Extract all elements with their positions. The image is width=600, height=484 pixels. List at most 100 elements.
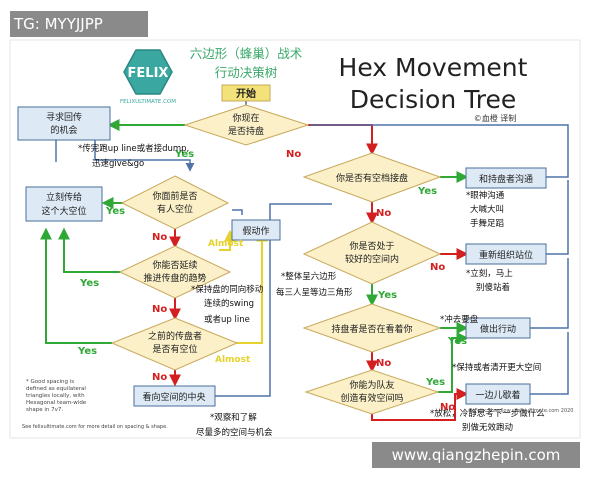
action-communicate: 和持盘者沟通 bbox=[465, 167, 547, 189]
label-q4-no: No bbox=[152, 304, 167, 315]
throw-line1: 立刻传给 bbox=[46, 191, 82, 203]
seek-line2: 的机会 bbox=[50, 124, 77, 136]
note-give-go-1: *传完跑up line或者接dump, bbox=[78, 143, 189, 154]
title-line1: Hex Movement bbox=[339, 53, 528, 82]
note-swing-2: 连续的swing bbox=[204, 298, 254, 309]
note-relax-1: *放松，冷静思考下一步做什么 bbox=[430, 408, 545, 419]
footnote-line6: See felixultimate.com for more detail on… bbox=[22, 424, 168, 430]
label-q8-yes: Yes bbox=[425, 377, 445, 388]
footnote-line4: Hexagonal team-wide bbox=[26, 400, 87, 406]
edge-q5-almost bbox=[237, 229, 268, 344]
q5-line1: 之前的传盘者 bbox=[148, 330, 202, 342]
label-q3-no: No bbox=[152, 232, 167, 243]
q2-line1: 你是否有空档接盘 bbox=[336, 172, 408, 184]
felix-logo: FELIX FELIXULTIMATE.COM bbox=[120, 49, 176, 105]
decision-q8: 你能为队友 创造有效空间吗 bbox=[304, 369, 440, 415]
spacing-footnote: * Good spacing is defined as equilateral… bbox=[22, 379, 168, 430]
note-keep-space: *保持或者清开更大空间 bbox=[452, 362, 541, 373]
q3-line2: 有人空位 bbox=[157, 203, 193, 215]
label-q3-yes: Yes bbox=[105, 206, 125, 217]
fake-line1: 假动作 bbox=[242, 225, 269, 237]
label-q5-no: No bbox=[152, 372, 167, 383]
q6-line2: 较好的空间内 bbox=[345, 253, 399, 265]
start-label: 开始 bbox=[236, 87, 256, 100]
edge-q4-almost bbox=[219, 229, 236, 251]
decision-q6: 你是否处于 较好的空间内 bbox=[302, 221, 442, 285]
q4-line1: 你能否延续 bbox=[152, 259, 197, 271]
action-reorganize: 重新组织站位 bbox=[465, 243, 547, 265]
note-swing-3: 或者up line bbox=[204, 314, 250, 325]
decision-q7: 持盘者是否在看着你 bbox=[302, 303, 442, 353]
subtitle-cn-line2: 行动决策树 bbox=[215, 65, 278, 80]
action-seek-return: 寻求回传 的机会 bbox=[17, 106, 111, 141]
edge-reorg-loop bbox=[546, 180, 569, 255]
decision-q2: 你是否有空档接盘 bbox=[302, 152, 442, 203]
action-look-center: 看向空间的中央 bbox=[133, 385, 216, 407]
action-cut: 做出行动 bbox=[465, 317, 531, 339]
q8-line1: 你能为队友 bbox=[349, 379, 394, 391]
label-q2-no: No bbox=[376, 208, 391, 219]
edge-fake-q3 bbox=[232, 209, 243, 215]
logo-url: FELIXULTIMATE.COM bbox=[120, 99, 176, 105]
label-q5-yes: Yes bbox=[77, 346, 97, 357]
q4-line2: 推进传盘的趋势 bbox=[143, 272, 206, 284]
action-step-aside: 一边儿歇着 bbox=[465, 383, 531, 405]
start-box bbox=[221, 84, 271, 102]
label-q7-yes: Yes bbox=[447, 336, 467, 347]
note-cut-deep: *冲去要盘 bbox=[440, 314, 479, 325]
footnote-line3: triangles locally, with bbox=[26, 393, 85, 399]
label-q6-yes: Yes bbox=[377, 290, 397, 301]
label-q5-almost: Almost bbox=[215, 355, 251, 365]
label-q6-no: No bbox=[430, 262, 445, 273]
footnote-line2: defined as equilateral bbox=[26, 386, 86, 392]
edge-q8-no bbox=[371, 388, 469, 421]
comm-line1: 和持盘者沟通 bbox=[479, 173, 533, 185]
note-relax-2: 别做无效跑动 bbox=[462, 422, 514, 433]
edge-cut-loop bbox=[530, 258, 569, 329]
edge-look-loop bbox=[215, 203, 332, 397]
edge-q5-yes bbox=[40, 227, 112, 344]
footnote-line1: * Good spacing is bbox=[26, 379, 74, 385]
watermark-bottom: www.qiangzhepin.com bbox=[372, 442, 580, 468]
label-q4-yes: Yes bbox=[79, 278, 99, 289]
logo-text: FELIX bbox=[128, 66, 169, 81]
decision-q4: 你能否延续 推进传盘的趋势 bbox=[118, 245, 232, 299]
note-move-now-2: 别傻站着 bbox=[476, 282, 510, 293]
footnote-line5: shape in 7v7. bbox=[26, 407, 63, 413]
note-observe-1: *观察和了解 bbox=[210, 412, 257, 423]
edge-comm-loop bbox=[310, 124, 569, 178]
q8-line2: 创造有效空间吗 bbox=[340, 392, 403, 404]
note-eye-3: 手舞足蹈 bbox=[470, 218, 504, 229]
title-line2: Decision Tree bbox=[350, 85, 516, 114]
note-move-now-1: *立刻，马上 bbox=[466, 268, 513, 279]
label-q1-no: No bbox=[286, 149, 301, 160]
edge-seek-q3 bbox=[94, 140, 195, 172]
label-q2-yes: Yes bbox=[417, 186, 437, 197]
logo-hexagon bbox=[123, 49, 173, 95]
cut-line1: 做出行动 bbox=[480, 323, 516, 335]
label-q7-no: No bbox=[376, 358, 391, 369]
note-swing-1: *保持盘的同向移动 bbox=[191, 284, 264, 295]
q6-line1: 你是否处于 bbox=[349, 240, 394, 252]
q1-line1: 你现在 bbox=[232, 112, 259, 124]
look-line1: 看向空间的中央 bbox=[142, 391, 205, 403]
label-q8-no: No bbox=[440, 402, 455, 413]
note-hex-2: 每三人呈等边三角形 bbox=[276, 287, 353, 298]
action-fake: 假动作 bbox=[231, 219, 281, 241]
decision-q3: 你面前是否 有人空位 bbox=[120, 175, 230, 230]
author-credit: © Felix Shardlow · felixultimate.com 202… bbox=[468, 407, 573, 414]
q3-line1: 你面前是否 bbox=[152, 190, 197, 202]
note-hex-1: *整体呈六边形 bbox=[281, 271, 337, 282]
seek-line1: 寻求回传 bbox=[46, 111, 82, 123]
note-eye-1: *眼神沟通 bbox=[466, 190, 505, 201]
throw-line2: 这个大空位 bbox=[41, 205, 86, 217]
note-eye-2: 大喊大叫 bbox=[470, 204, 504, 215]
edge-q8-yes bbox=[438, 332, 469, 393]
edge-aside-loop bbox=[530, 332, 569, 395]
edge-q4-yes bbox=[58, 227, 120, 273]
label-q1-yes: Yes bbox=[174, 149, 194, 160]
aside-line1: 一边儿歇着 bbox=[475, 389, 520, 401]
label-q4-almost: Almost bbox=[208, 239, 244, 249]
subtitle-cn-line1: 六边形（蜂巢）战术 bbox=[190, 46, 303, 61]
